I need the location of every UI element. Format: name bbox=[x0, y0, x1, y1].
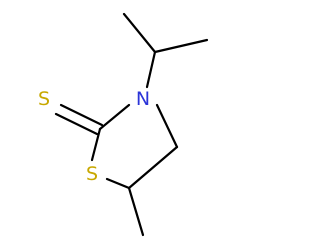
bond-n-to-c4 bbox=[155, 103, 179, 149]
molecule-structure-diagram: N S S bbox=[38, 12, 209, 237]
bond-c5-methyl bbox=[127, 186, 145, 237]
bond-c2-thione-double-a bbox=[59, 103, 104, 127]
bond-isopropyl-methyl-left bbox=[122, 12, 157, 54]
bond-s1-to-c2 bbox=[90, 127, 102, 162]
bond-isopropyl-ch-to-n bbox=[145, 50, 157, 89]
atom-label-ring-sulfur: S bbox=[86, 163, 98, 185]
bond-c2-thione-double-b bbox=[54, 112, 99, 136]
atom-label-thione-sulfur: S bbox=[38, 88, 50, 110]
bond-n-to-c2 bbox=[98, 103, 131, 131]
bond-c5-to-s1 bbox=[105, 177, 131, 190]
bond-c4-to-c5 bbox=[127, 145, 179, 190]
bond-isopropyl-methyl-right bbox=[153, 38, 209, 54]
atom-label-nitrogen: N bbox=[136, 88, 150, 110]
